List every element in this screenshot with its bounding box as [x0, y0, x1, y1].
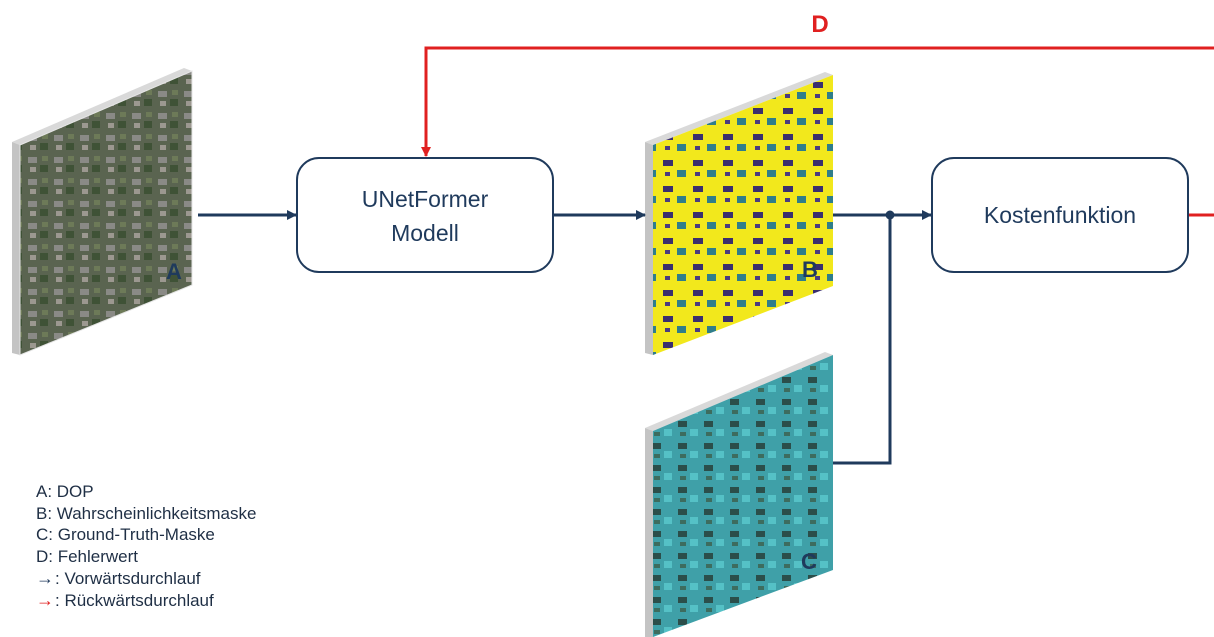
legend-item-d: D: Fehlerwert	[36, 546, 256, 568]
backward-label-d: D	[811, 11, 828, 38]
line-c-to-junction	[833, 215, 892, 465]
legend-item-c-text: C: Ground-Truth-Maske	[36, 525, 215, 545]
legend-item-backward-text: : Rückwärtsdurchlauf	[55, 590, 214, 610]
legend-item-b-text: B: Wahrscheinlichkeitsmaske	[36, 503, 257, 523]
backward-arrow-icon: →	[36, 589, 54, 610]
loss-function-box: Kostenfunktion	[931, 157, 1189, 273]
loss-function-label: Kostenfunktion	[984, 202, 1136, 228]
legend-item-d-text: D: Fehlerwert	[36, 547, 139, 567]
legend-item-b: B: Wahrscheinlichkeitsmaske	[36, 503, 256, 525]
model-box-line2: Modell	[391, 220, 459, 246]
legend-item-a: A: DOP	[36, 481, 256, 503]
image-c-label: C	[801, 549, 817, 574]
legend: A: DOP B: Wahrscheinlichkeitsmaske C: Gr…	[36, 481, 256, 611]
model-box: UNetFormer Modell	[296, 157, 554, 273]
legend-item-forward: → : Vorwärtsdurchlauf	[36, 568, 256, 590]
image-a-dop: A	[12, 68, 193, 356]
backward-arrow-top-to-model	[421, 46, 1214, 157]
image-c-ground-truth-mask: C	[645, 352, 833, 637]
forward-arrow-icon: →	[36, 567, 54, 588]
image-a-label: A	[166, 259, 182, 284]
legend-item-a-text: A: DOP	[36, 482, 94, 501]
model-box-line1: UNetFormer	[362, 186, 489, 212]
legend-item-backward: → : Rückwärtsdurchlauf	[36, 590, 256, 612]
junction-dot	[885, 210, 895, 220]
image-b-probability-mask: B	[645, 72, 833, 355]
image-b-label: B	[802, 257, 818, 282]
legend-item-c: C: Ground-Truth-Maske	[36, 524, 256, 546]
legend-item-forward-text: : Vorwärtsdurchlauf	[55, 568, 201, 588]
